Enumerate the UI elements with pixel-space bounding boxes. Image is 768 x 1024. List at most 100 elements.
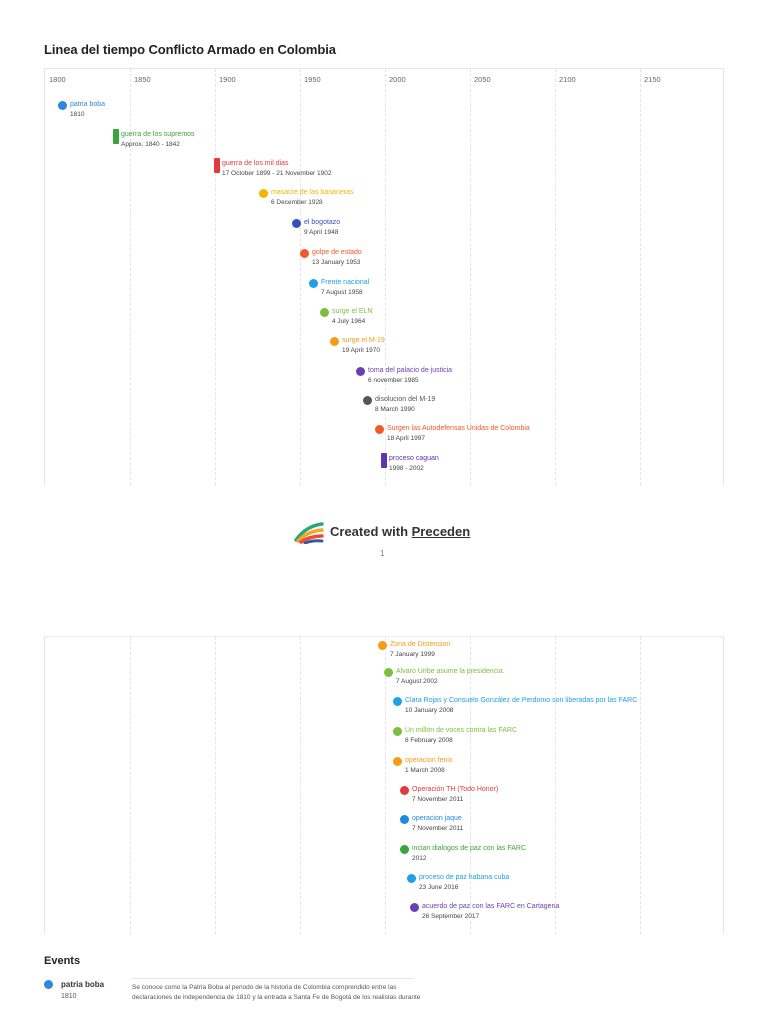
event-date: 7 November 2011 xyxy=(412,796,464,803)
event-date: 1 March 2008 xyxy=(405,767,445,774)
event-title: patria boba xyxy=(61,980,105,989)
event-dot-icon xyxy=(292,219,301,228)
event-date: 7 November 2011 xyxy=(412,825,464,832)
year-label: 2050 xyxy=(474,75,491,84)
events-heading: Events xyxy=(44,955,81,967)
year-label: 1800 xyxy=(49,75,66,84)
event-title: proceso de paz habana cuba xyxy=(419,874,510,881)
year-label: 1950 xyxy=(304,75,321,84)
event-title: masacre de las bananeras xyxy=(271,189,354,196)
preceden-brand[interactable]: Created with Preceden xyxy=(294,516,470,546)
event-dot-icon xyxy=(393,727,402,736)
event-title: Un millón de voces contra las FARC xyxy=(405,727,518,734)
event-title: guerra de los supremos xyxy=(121,131,195,138)
event-date: 13 January 1953 xyxy=(312,259,361,266)
event-title: guerra de los mil dias xyxy=(222,160,289,167)
event-dot-icon xyxy=(300,249,309,258)
event-dot-icon xyxy=(400,815,409,824)
event-date: 6 november 1985 xyxy=(368,377,419,384)
event-dot-icon xyxy=(410,903,419,912)
event-date: 23 June 2016 xyxy=(419,884,459,891)
event-date: 8 March 1990 xyxy=(375,406,415,413)
event-date: 19 April 1970 xyxy=(342,347,380,354)
event-bar-icon xyxy=(113,129,119,144)
event-title: Clara Rojas y Consuelo González de Perdo… xyxy=(405,697,638,704)
event-dot-icon xyxy=(363,396,372,405)
event-date: 7 August 1958 xyxy=(321,289,363,296)
event-date: 18 April 1997 xyxy=(387,435,425,442)
event-date: 4 July 1964 xyxy=(332,318,366,325)
event-date: 1810 xyxy=(70,111,85,118)
event-title: Alvaro Uribe asume la presidencia. xyxy=(396,668,505,675)
event-date: 8 February 2008 xyxy=(405,737,453,744)
gridline xyxy=(215,637,216,934)
event-dot-icon xyxy=(400,786,409,795)
event-date: 1810 xyxy=(61,993,77,1000)
event-title: el bogotazo xyxy=(304,219,341,226)
event-dot-icon xyxy=(330,337,339,346)
brand-prefix: Created with xyxy=(330,523,409,539)
event-date: 2012 xyxy=(412,855,427,862)
event-title: operacion fenix xyxy=(405,757,453,764)
gridline xyxy=(470,69,471,485)
event-dot-icon xyxy=(309,279,318,288)
event-dot-icon xyxy=(259,189,268,198)
year-label: 2150 xyxy=(644,75,661,84)
event-title: Zona de Distension xyxy=(390,641,451,648)
event-dot-icon xyxy=(384,668,393,677)
event-date: 7 August 2002 xyxy=(396,678,438,685)
event-dot-icon xyxy=(378,641,387,650)
brand-link[interactable]: Preceden xyxy=(411,523,471,539)
event-title: Frente nacional xyxy=(321,279,370,286)
event-date: Approx. 1840 - 1842 xyxy=(121,141,180,148)
event-separator xyxy=(132,978,414,979)
gridline xyxy=(300,69,301,485)
event-dot-icon xyxy=(393,757,402,766)
event-title: incian dialogos de paz con las FARC xyxy=(412,845,527,852)
event-title: operacion jaque xyxy=(412,815,462,822)
page-title: Linea del tiempo Conflicto Armado en Col… xyxy=(44,42,336,57)
event-dot-icon xyxy=(400,845,409,854)
event-dot-icon xyxy=(44,980,53,989)
year-label: 2000 xyxy=(389,75,406,84)
page-number: 1 xyxy=(380,549,385,558)
gridline xyxy=(640,637,641,934)
event-date: 9 April 1948 xyxy=(304,229,339,236)
event-bar-icon xyxy=(381,453,387,468)
gridline xyxy=(130,69,131,485)
gridline xyxy=(130,637,131,934)
event-title: surge el ELN xyxy=(332,308,373,315)
event-title: patria boba xyxy=(70,101,106,108)
event-date: 7 January 1999 xyxy=(390,651,435,658)
event-date: 26 September 2017 xyxy=(422,913,480,920)
preceden-logo-icon xyxy=(294,522,324,544)
year-label: 1850 xyxy=(134,75,151,84)
event-dot-icon xyxy=(356,367,365,376)
event-dot-icon xyxy=(407,874,416,883)
gridline xyxy=(385,637,386,934)
event-bar-icon xyxy=(214,158,220,173)
event-title: toma del palacio de justicia xyxy=(368,367,453,374)
event-dot-icon xyxy=(320,308,329,317)
event-date: 17 October 1899 - 21 November 1902 xyxy=(222,170,332,177)
event-dot-icon xyxy=(375,425,384,434)
gridline xyxy=(385,69,386,485)
gridline xyxy=(555,69,556,485)
gridline xyxy=(640,69,641,485)
gridline xyxy=(470,637,471,934)
event-date: 1998 - 2002 xyxy=(389,465,424,472)
gridline xyxy=(215,69,216,485)
year-label: 2100 xyxy=(559,75,576,84)
gridline xyxy=(555,637,556,934)
event-date: 10 January 2008 xyxy=(405,707,454,714)
event-title: disolucion del M-19 xyxy=(375,396,436,403)
event-date: 6 December 1928 xyxy=(271,199,323,206)
event-description: Se conoce como la Patria Boba al periodo… xyxy=(132,984,421,1001)
event-dot-icon xyxy=(58,101,67,110)
event-title: Operación TH (Todo Honor) xyxy=(412,786,499,793)
event-dot-icon xyxy=(393,697,402,706)
event-title: surge el M-19 xyxy=(342,337,385,344)
gridline xyxy=(300,637,301,934)
